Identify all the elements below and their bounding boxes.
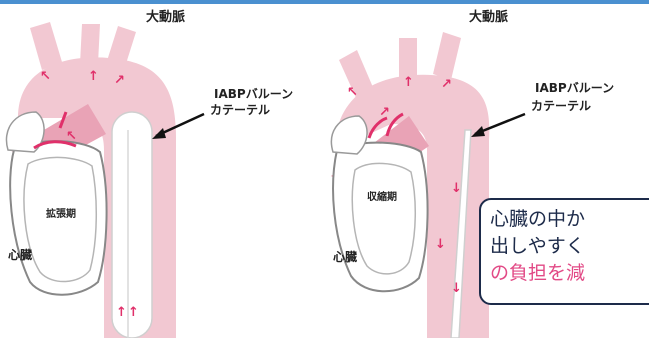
flow-arrow: ↑	[116, 305, 127, 320]
iabp-label-line2: カテーテル	[531, 98, 591, 114]
branch-vessel-1	[30, 22, 62, 70]
branch-vessel-2	[399, 38, 417, 80]
flow-arrow: ↑	[403, 75, 414, 90]
callout-line-1: 心臓の中か	[490, 206, 649, 233]
callout-line-3: の負担を減	[490, 260, 649, 287]
diastole-diagram: ↖ ↑ ↗ ↖ ↑ ↑	[0, 0, 324, 338]
flow-arrow: ↑	[128, 305, 139, 320]
flow-arrow: ↓	[451, 181, 462, 196]
flow-arrow: ↖	[347, 85, 358, 100]
explanation-callout: 心臓の中か 出しやすく の負担を減	[479, 198, 649, 305]
callout-line-2: 出しやすく	[490, 233, 649, 260]
iabp-label-line1: IABPバルーン	[214, 86, 293, 102]
aorta-label: 大動脈	[146, 6, 185, 25]
flow-arrow: ↗	[114, 73, 125, 88]
flow-arrow: ↖	[40, 69, 51, 84]
flow-arrow: ↓	[435, 237, 446, 252]
flow-arrow: ↖	[66, 129, 77, 144]
iabp-label-line1: IABPバルーン	[535, 80, 614, 96]
diastole-panel: ↖ ↑ ↗ ↖ ↑ ↑ 大動脈 IABPバルーン カテーテル 拡張期 心臓	[0, 0, 324, 338]
phase-label: 拡張期	[46, 205, 76, 220]
iabp-label-line2: カテーテル	[210, 102, 270, 118]
aorta-label: 大動脈	[469, 6, 508, 25]
heart-chamber	[352, 163, 415, 273]
flow-arrow: ↗	[379, 105, 390, 120]
heart-label: 心臓	[8, 246, 32, 263]
branch-vessel-3	[433, 32, 461, 80]
flow-arrow: ↓	[451, 281, 462, 296]
heart-label: 心臓	[333, 248, 357, 265]
heart-atrium	[331, 116, 367, 154]
flow-arrow: ↑	[88, 69, 99, 84]
flow-arrow: ↗	[441, 77, 452, 92]
phase-label: 収縮期	[367, 188, 397, 203]
